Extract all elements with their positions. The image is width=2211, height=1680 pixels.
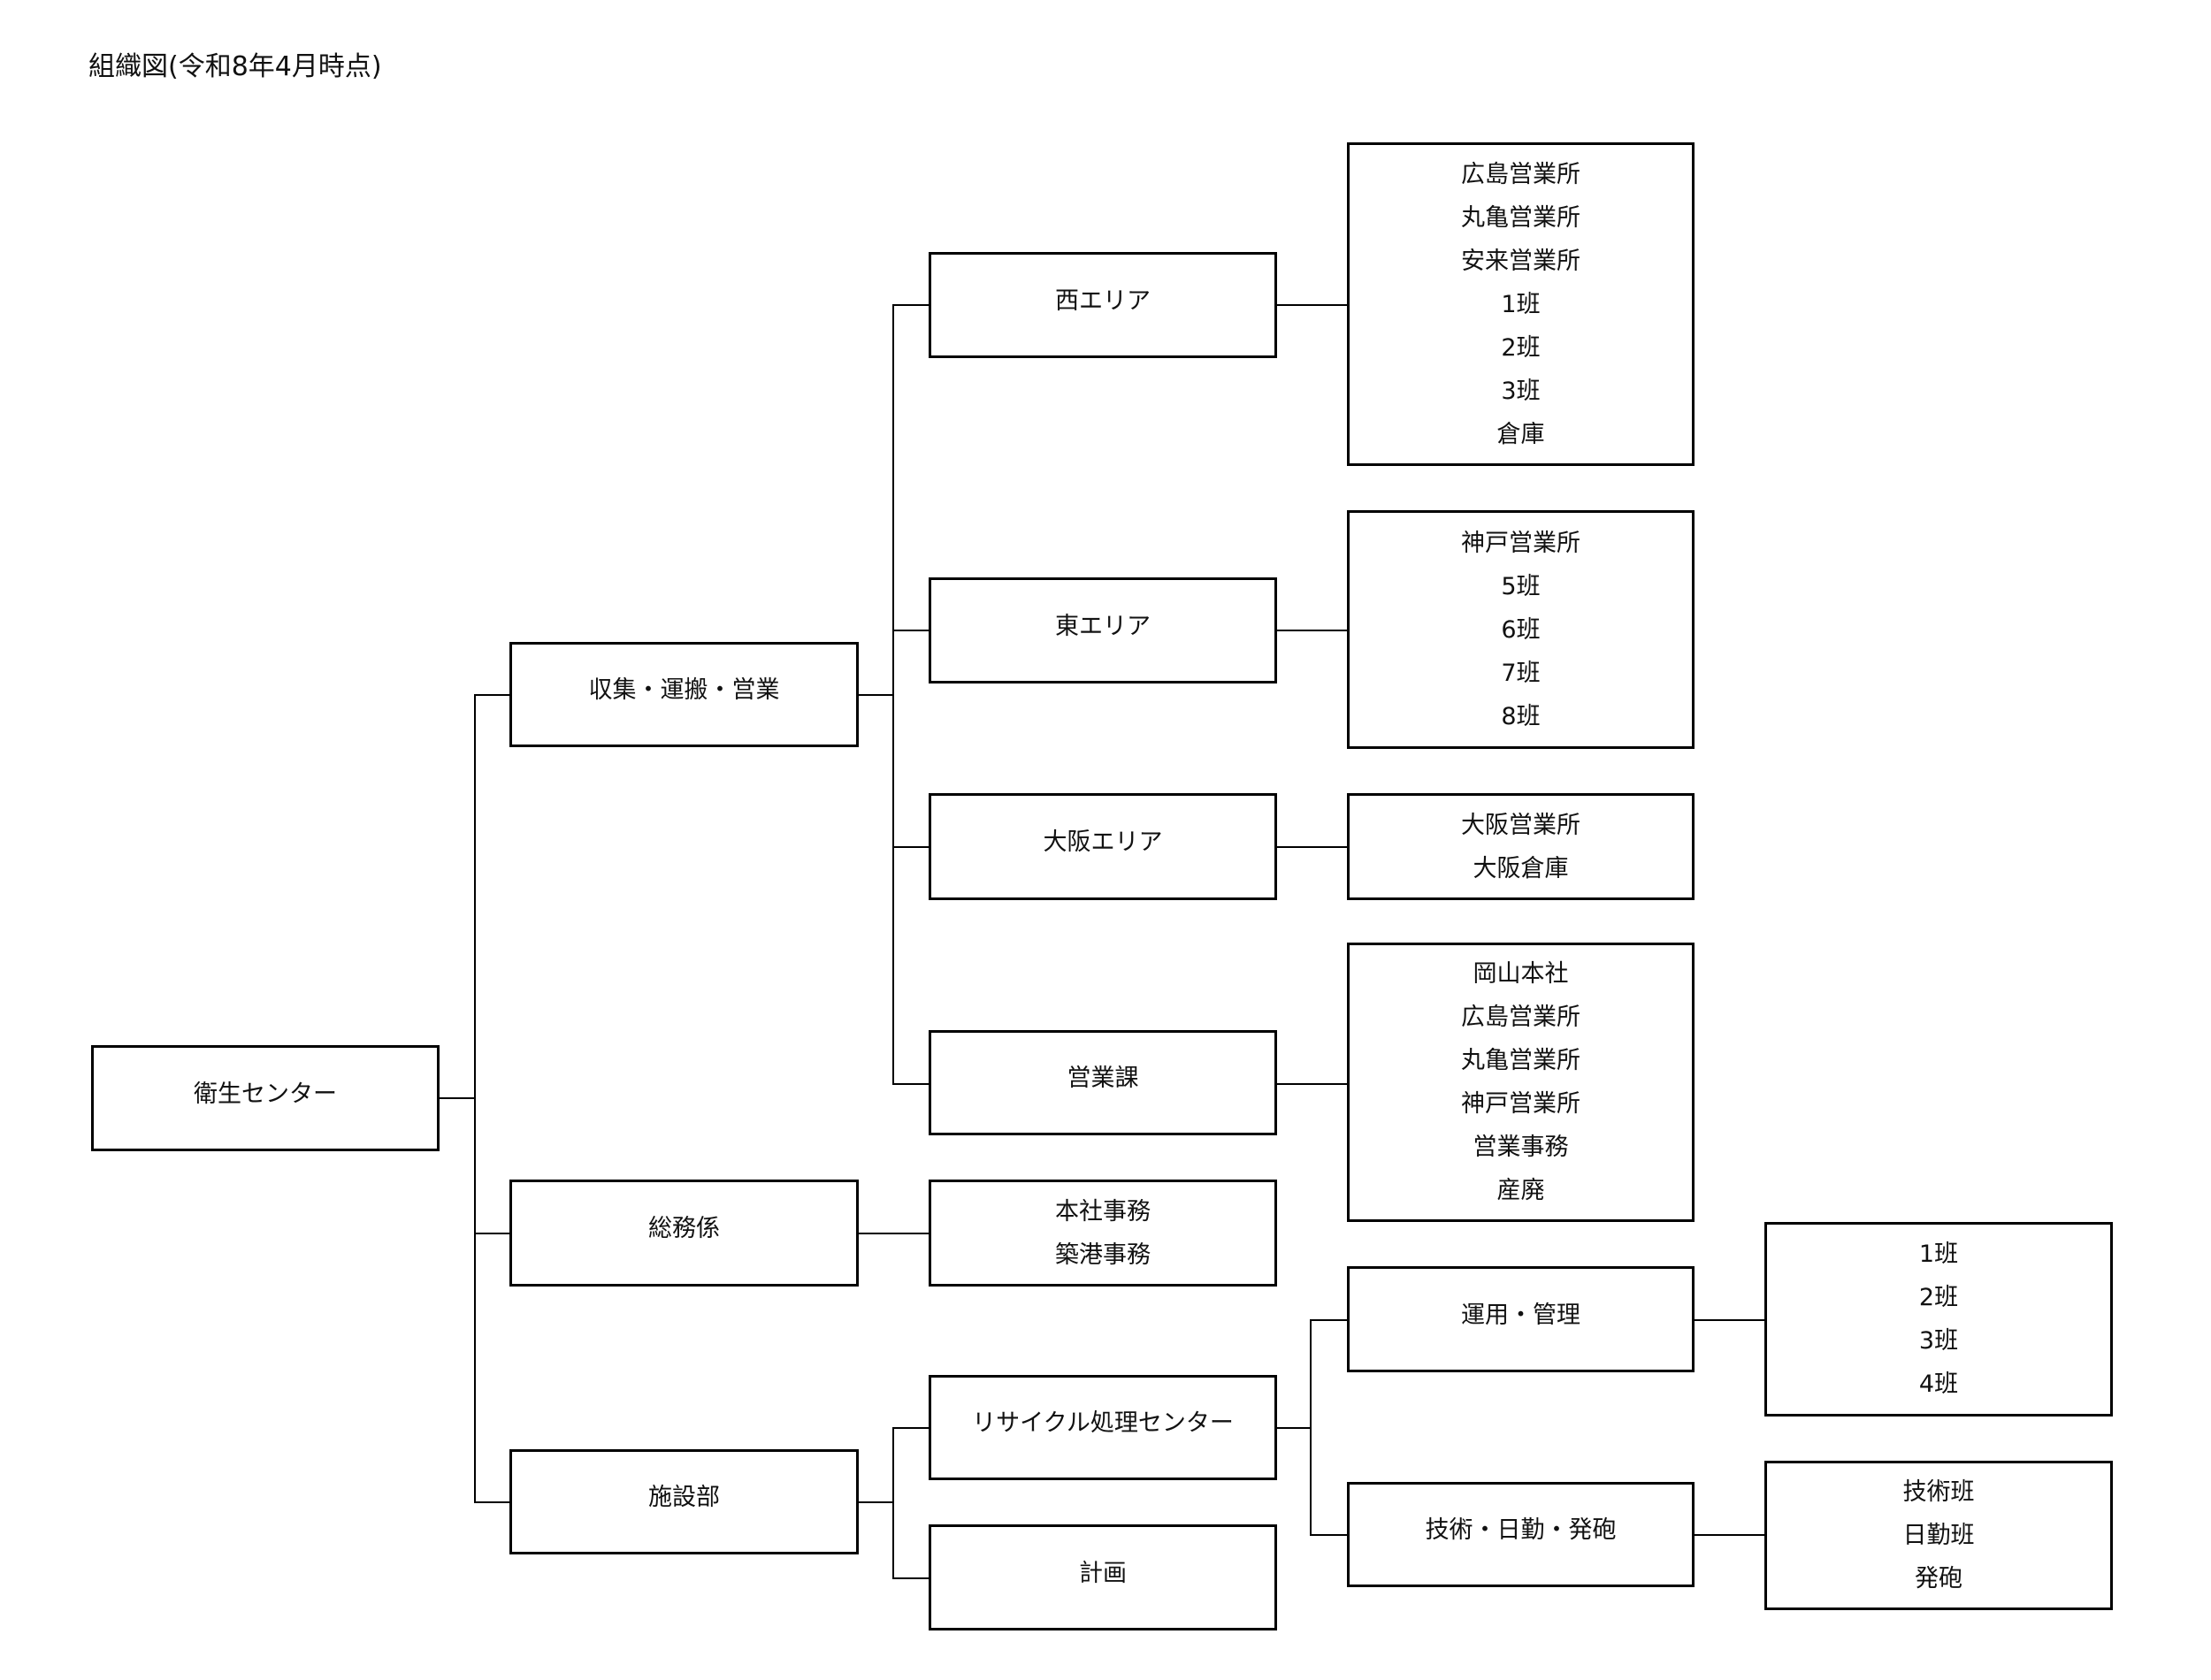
list-item: 4班 [1918, 1371, 1959, 1398]
org-node-general-affairs: 総務係 [509, 1180, 859, 1287]
org-node-west-area: 西エリア [929, 252, 1277, 358]
connector [1277, 1083, 1347, 1085]
list-item: 大阪営業所 [1461, 811, 1580, 839]
connector [892, 1427, 929, 1429]
list-item: 技術班 [1902, 1478, 1975, 1506]
connector [1310, 1534, 1347, 1536]
org-node-osaka-units: 大阪営業所 大阪倉庫 [1347, 793, 1695, 900]
list-item: 2班 [1501, 333, 1541, 362]
node-label: 総務係 [648, 1215, 720, 1242]
connector [1277, 630, 1347, 631]
org-node-facilities: 施設部 [509, 1449, 859, 1554]
list-item: 発砲 [1915, 1565, 1962, 1592]
page-title: 組織図(令和8年4月時点) [88, 51, 382, 82]
list-item: 倉庫 [1496, 420, 1545, 448]
connector [859, 1233, 929, 1234]
node-label: リサイクル処理センター [972, 1409, 1234, 1437]
node-label: 運用・管理 [1461, 1301, 1580, 1329]
connector [1277, 304, 1347, 306]
node-label: 東エリア [1055, 612, 1151, 640]
org-node-osaka-area: 大阪エリア [929, 793, 1277, 900]
connector [1695, 1319, 1764, 1321]
list-item: 3班 [1918, 1327, 1959, 1355]
org-node-recycle-center: リサイクル処理センター [929, 1375, 1277, 1480]
list-item: 日勤班 [1902, 1522, 1975, 1549]
connector [892, 630, 929, 631]
connector [474, 694, 509, 696]
node-label: 収集・運搬・営業 [588, 676, 780, 704]
org-node-sales-units: 岡山本社 広島営業所 丸亀営業所 神戸営業所 営業事務 産廃 [1347, 943, 1695, 1222]
list-item: 広島営業所 [1461, 160, 1580, 188]
list-item: 6班 [1501, 615, 1541, 644]
node-label: 西エリア [1055, 286, 1151, 315]
list-item: 3班 [1501, 377, 1541, 405]
connector [1277, 1427, 1311, 1429]
list-item: 安来営業所 [1461, 247, 1580, 275]
list-item: 7班 [1501, 659, 1541, 687]
connector [474, 1501, 509, 1503]
org-node-sales-section: 営業課 [929, 1030, 1277, 1135]
org-node-east-area: 東エリア [929, 577, 1277, 683]
connector [474, 1233, 509, 1234]
connector [474, 694, 476, 1502]
org-node-technical: 技術・日勤・発砲 [1347, 1482, 1695, 1587]
node-label: 技術・日勤・発砲 [1425, 1516, 1617, 1544]
connector [859, 694, 893, 696]
list-item: 営業事務 [1473, 1134, 1569, 1161]
org-node-technical-units: 技術班 日勤班 発砲 [1764, 1461, 2113, 1610]
list-item: 1班 [1918, 1241, 1959, 1268]
list-item: 丸亀営業所 [1461, 203, 1580, 232]
org-node-east-units: 神戸営業所 5班 6班 7班 8班 [1347, 510, 1695, 749]
node-label: 大阪エリア [1043, 829, 1163, 856]
org-node-planning: 計画 [929, 1524, 1277, 1630]
org-node-general-affairs-units: 本社事務 築港事務 [929, 1180, 1277, 1287]
connector [440, 1097, 475, 1099]
org-node-west-units: 広島営業所 丸亀営業所 安来営業所 1班 2班 3班 倉庫 [1347, 142, 1695, 466]
org-node-root: 衛生センター [91, 1045, 440, 1151]
org-node-collection: 収集・運搬・営業 [509, 642, 859, 747]
list-item: 神戸営業所 [1461, 1090, 1580, 1118]
node-label: 衛生センター [194, 1080, 337, 1108]
connector [892, 1427, 894, 1578]
org-node-operations-units: 1班 2班 3班 4班 [1764, 1222, 2113, 1417]
list-item: 大阪倉庫 [1473, 854, 1569, 882]
list-item: 岡山本社 [1473, 960, 1569, 988]
list-item: 丸亀営業所 [1461, 1047, 1580, 1074]
connector [892, 1083, 929, 1085]
list-item: 神戸営業所 [1461, 529, 1580, 557]
connector [892, 304, 929, 306]
connector [1695, 1534, 1764, 1536]
connector [1277, 846, 1347, 848]
connector [1310, 1319, 1312, 1535]
node-label: 施設部 [648, 1484, 720, 1511]
list-item: 産廃 [1496, 1177, 1545, 1204]
connector [892, 304, 894, 1084]
list-item: 5班 [1501, 572, 1541, 600]
connector [1310, 1319, 1347, 1321]
connector [892, 1577, 929, 1579]
node-label: 営業課 [1067, 1065, 1139, 1092]
node-label: 計画 [1079, 1559, 1127, 1587]
connector [859, 1501, 893, 1503]
list-item: 1班 [1501, 290, 1541, 318]
list-item: 築港事務 [1055, 1241, 1151, 1269]
list-item: 2班 [1918, 1284, 1959, 1311]
connector [892, 846, 929, 848]
list-item: 8班 [1501, 702, 1541, 730]
org-node-operations: 運用・管理 [1347, 1266, 1695, 1372]
list-item: 本社事務 [1055, 1197, 1151, 1226]
list-item: 広島営業所 [1461, 1004, 1580, 1031]
